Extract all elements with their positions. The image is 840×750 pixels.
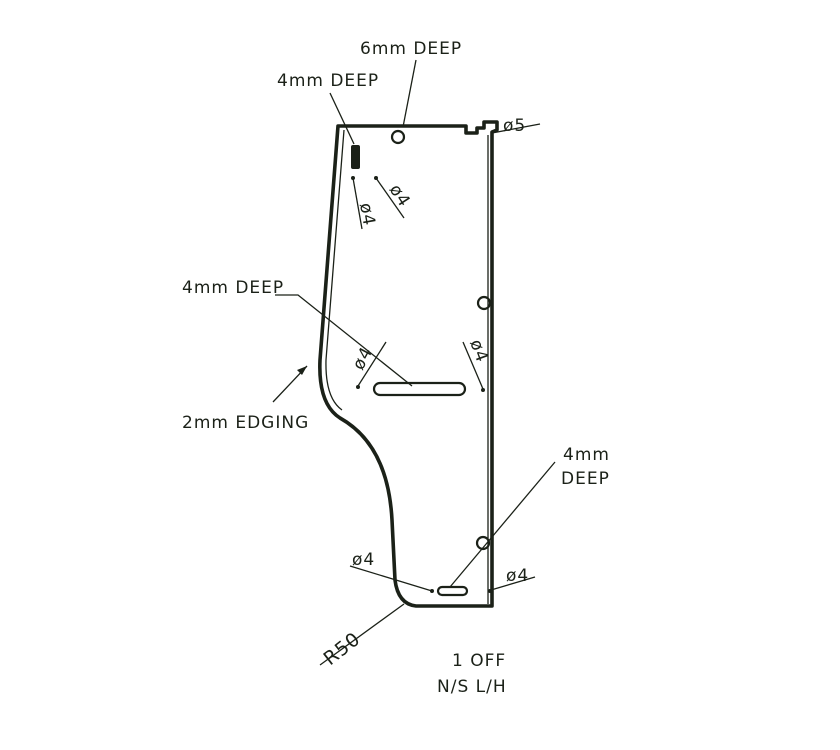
drill-point: [356, 385, 360, 389]
middle-slot: [372, 381, 467, 397]
leader-edging-arrow: [297, 366, 307, 375]
edging-line: [325, 129, 345, 411]
leader-4mm-deep-mid: [275, 294, 413, 387]
top-hole: [390, 129, 406, 145]
label-qty: 1 OFF: [452, 651, 506, 671]
top-slot: [351, 145, 360, 169]
dim-line-radius: [319, 603, 405, 666]
dim-line: [375, 177, 405, 219]
label-4mm-deep-mid: 4mm DEEP: [182, 278, 284, 298]
dim-line: [462, 341, 484, 390]
right-hole-upper: [476, 295, 492, 311]
leader-dia5: [491, 123, 541, 134]
label-4mm-low-line2: DEEP: [561, 469, 610, 489]
dim-line: [357, 341, 387, 387]
label-radius: R50: [320, 628, 365, 670]
leader-4mm-deep-top: [329, 92, 355, 145]
label-dia4-low-right: ø4: [506, 566, 529, 586]
label-dia5: ø5: [503, 116, 526, 136]
drill-point: [481, 388, 485, 392]
dim-line: [352, 177, 363, 230]
label-spec: N/S L/H: [437, 677, 507, 697]
panel-outline: [318, 120, 499, 608]
right-hole-lower: [475, 535, 491, 551]
label-6mm-deep: 6mm DEEP: [360, 39, 462, 59]
label-dia4-top-right: ø4: [385, 181, 414, 211]
lower-slot: [436, 585, 469, 597]
label-4mm-deep-top: 4mm DEEP: [277, 71, 379, 91]
leader-6mm-deep: [402, 59, 417, 128]
leader-4mm-deep-low: [449, 461, 556, 588]
label-dia4-low-left: ø4: [352, 550, 375, 570]
label-dia4-top-left: ø4: [355, 201, 379, 227]
label-edging: 2mm EDGING: [182, 413, 309, 433]
label-4mm-low-line1: 4mm: [563, 445, 610, 465]
label-dia4-mid-left: ø4: [349, 343, 378, 373]
dim-line: [490, 576, 536, 591]
dim-line: [349, 565, 433, 592]
